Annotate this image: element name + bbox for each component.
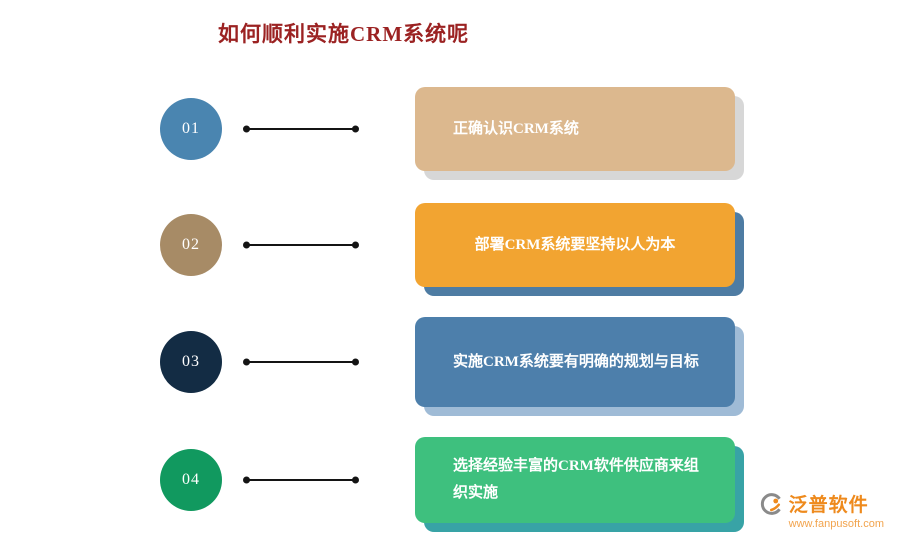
- step-number: 04: [182, 471, 200, 488]
- step-label: 正确认识CRM系统: [453, 120, 579, 137]
- logo-url: www.fanpusoft.com: [788, 518, 884, 530]
- brand-logo-text: 泛普软件 www.fanpusoft.com: [789, 490, 884, 530]
- step-circle: 04: [160, 449, 222, 511]
- connector-line: [247, 361, 355, 363]
- step-row-2: 02 部署CRM系统要坚持以人为本: [0, 203, 900, 296]
- step-row-1: 01 正确认识CRM系统: [0, 87, 900, 180]
- step-circle: 03: [160, 331, 222, 393]
- step-box: 部署CRM系统要坚持以人为本: [415, 203, 735, 287]
- step-circle: 02: [160, 214, 222, 276]
- step-number: 01: [182, 120, 200, 137]
- connector-line: [247, 244, 355, 246]
- step-label: 选择经验丰富的CRM软件供应商来组织实施: [453, 458, 699, 501]
- brand-logo: 泛普软件 www.fanpusoft.com: [760, 490, 884, 530]
- step-row-3: 03 实施CRM系统要有明确的规划与目标: [0, 317, 900, 416]
- logo-name: 泛普软件: [788, 495, 869, 516]
- step-box: 实施CRM系统要有明确的规划与目标: [415, 317, 735, 407]
- step-box: 选择经验丰富的CRM软件供应商来组织实施: [415, 437, 735, 523]
- connector-line: [247, 128, 355, 130]
- page-title: 如何顺利实施CRM系统呢: [218, 22, 470, 46]
- step-circle: 01: [160, 98, 222, 160]
- step-row-4: 04 选择经验丰富的CRM软件供应商来组织实施: [0, 437, 900, 532]
- connector-line: [247, 479, 355, 481]
- fanpu-logo-icon: [760, 492, 784, 521]
- step-label: 部署CRM系统要坚持以人为本: [474, 236, 676, 253]
- step-box: 正确认识CRM系统: [415, 87, 735, 171]
- step-number: 03: [182, 353, 200, 370]
- step-label: 实施CRM系统要有明确的规划与目标: [453, 353, 699, 370]
- step-number: 02: [182, 236, 200, 253]
